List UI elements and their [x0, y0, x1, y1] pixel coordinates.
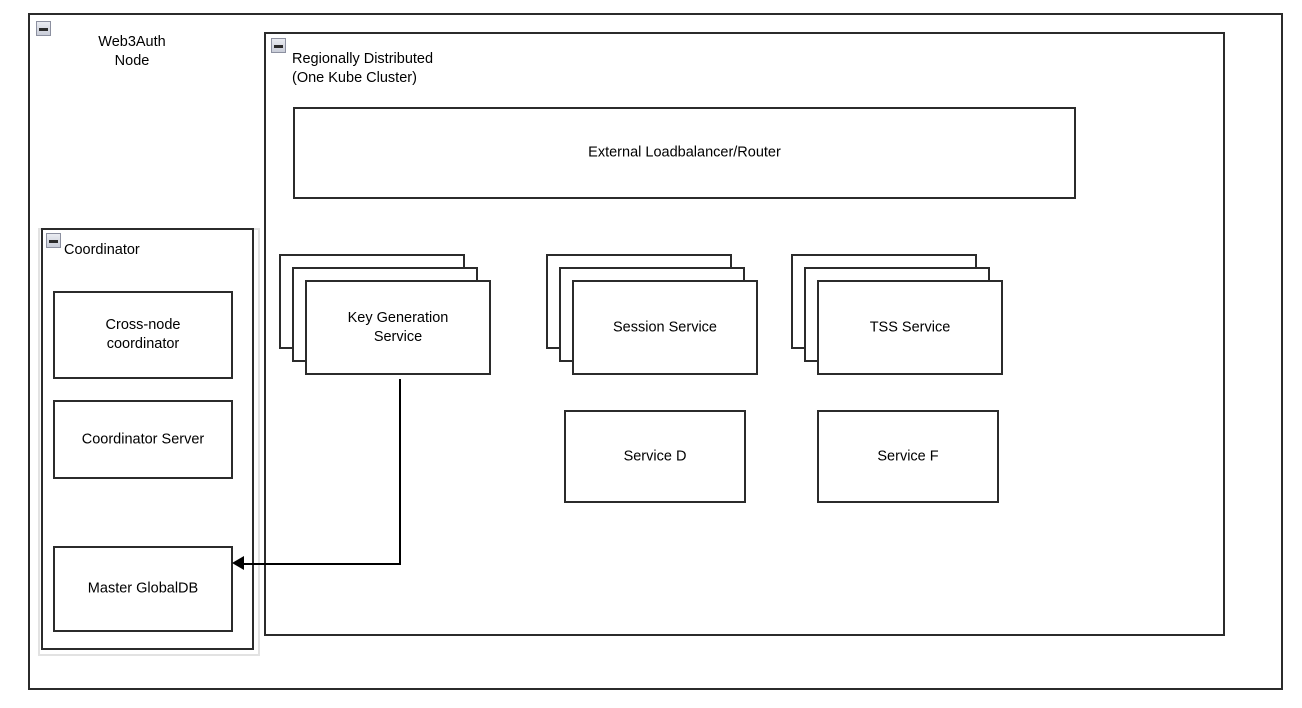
- external-loadbalancer-router-box[interactable]: External Loadbalancer/Router: [293, 107, 1076, 199]
- service-instance-front-sheet[interactable]: Session Service: [572, 280, 758, 375]
- collapse-minus-icon[interactable]: [271, 38, 286, 53]
- tss-service-stack[interactable]: TSS Service: [791, 254, 1029, 382]
- connector-keygen-to-globaldb-horizontal: [243, 563, 401, 565]
- service-f-box[interactable]: Service F: [817, 410, 999, 503]
- master-globaldb-box[interactable]: Master GlobalDB: [53, 546, 233, 632]
- master-globaldb-label: Master GlobalDB: [87, 580, 199, 597]
- service-instance-front-sheet[interactable]: TSS Service: [817, 280, 1003, 375]
- coordinator-label: Coordinator: [64, 242, 140, 258]
- session-service-label: Session Service: [613, 319, 717, 335]
- coordinator-server-label: Coordinator Server: [81, 431, 205, 447]
- service-d-box[interactable]: Service D: [564, 410, 746, 503]
- cross-node-coordinator-label: Cross-node coordinator: [105, 317, 181, 352]
- key-generation-service-stack[interactable]: Key Generation Service: [279, 254, 517, 382]
- session-service-stack[interactable]: Session Service: [546, 254, 784, 382]
- cross-node-coordinator-box[interactable]: Cross-node coordinator: [53, 291, 233, 379]
- coordinator-server-box[interactable]: Coordinator Server: [53, 400, 233, 479]
- tss-service-label: TSS Service: [869, 319, 951, 335]
- service-instance-front-sheet[interactable]: Key Generation Service: [305, 280, 491, 375]
- web3auth-node-label: Web3Auth Node: [98, 34, 166, 69]
- arrow-left-icon: [232, 556, 244, 570]
- regionally-distributed-label: Regionally Distributed (One Kube Cluster…: [292, 51, 434, 86]
- service-f-label: Service F: [877, 448, 939, 464]
- external-loadbalancer-router-label: External Loadbalancer/Router: [588, 144, 781, 161]
- key-generation-service-label: Key Generation Service: [347, 309, 449, 345]
- service-d-label: Service D: [623, 448, 687, 464]
- collapse-minus-icon[interactable]: [36, 21, 51, 36]
- collapse-minus-icon[interactable]: [46, 233, 61, 248]
- connector-keygen-to-globaldb-vertical: [399, 379, 401, 565]
